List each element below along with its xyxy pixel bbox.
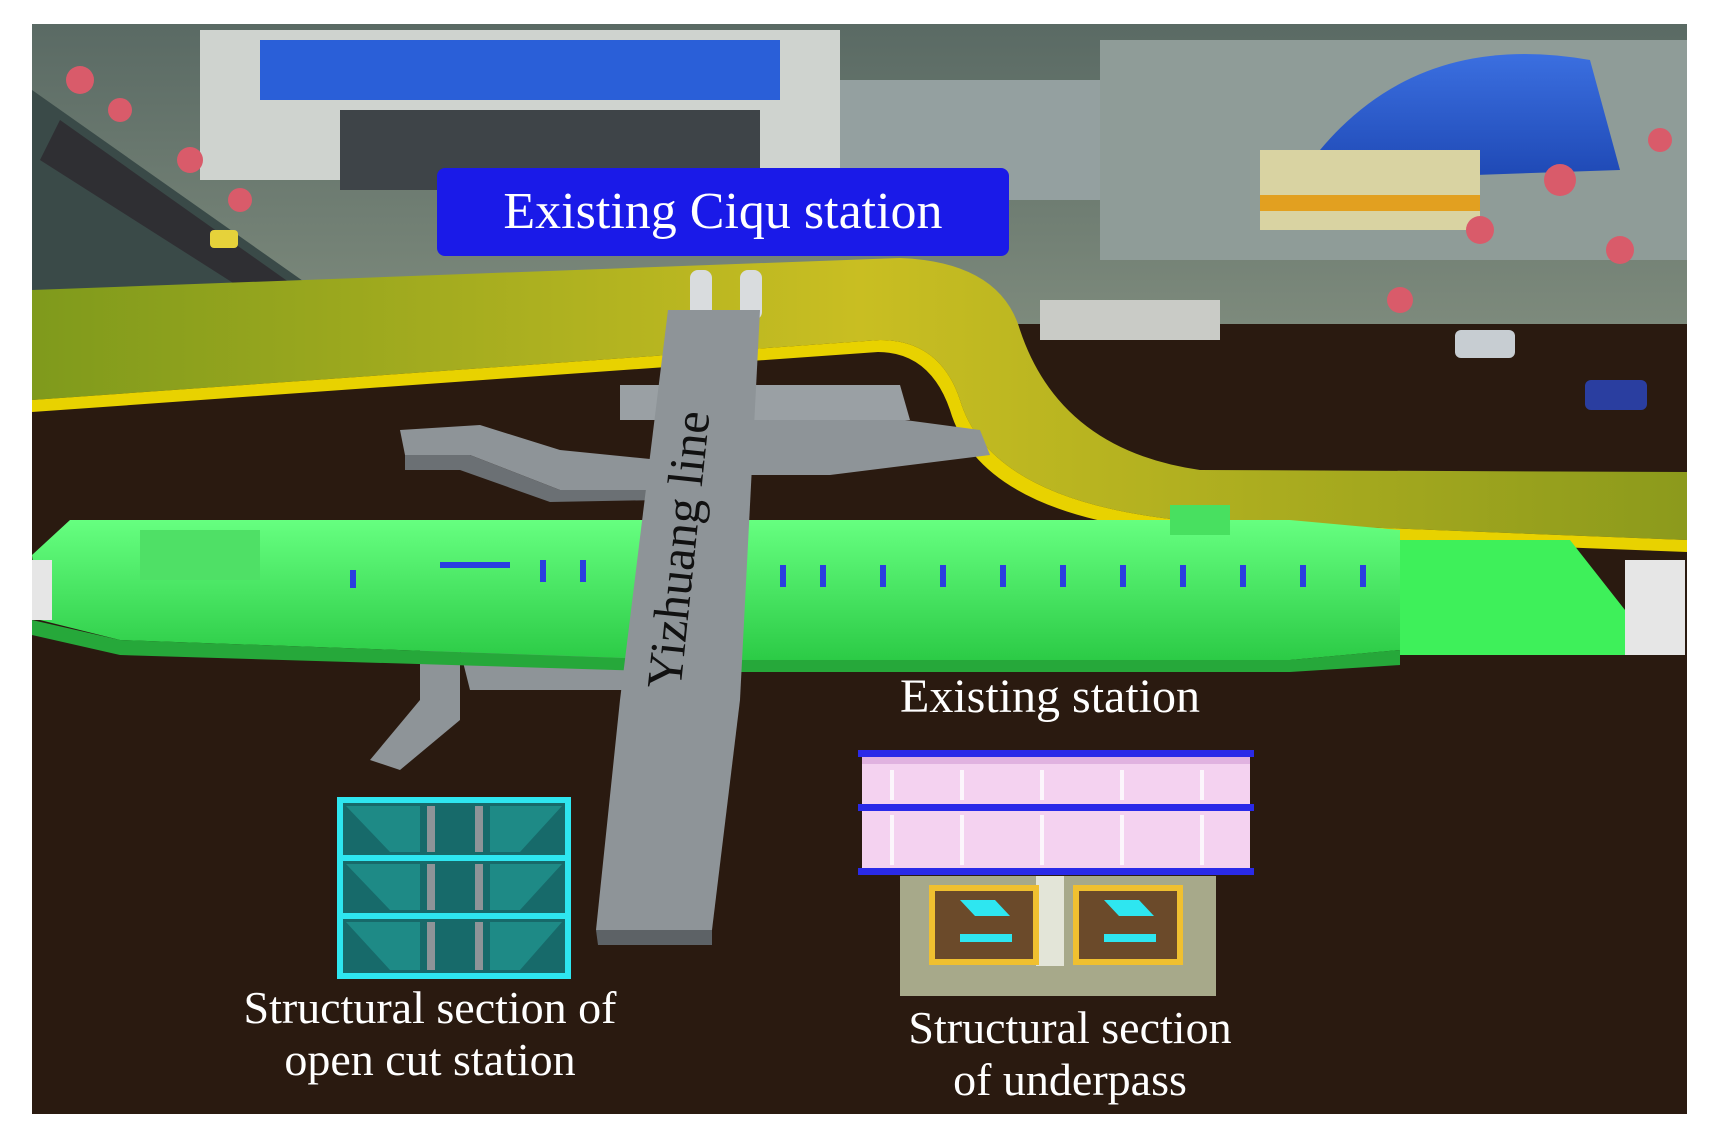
urban-surface: [32, 24, 1687, 410]
underpass-section-label: Structural section of underpass: [840, 1002, 1300, 1105]
surface-road: [32, 258, 1687, 552]
ciqu-station-label: Existing Ciqu station: [437, 168, 1009, 256]
open-cut-section: [337, 797, 571, 979]
open-cut-label-line2: open cut station: [284, 1033, 576, 1085]
open-cut-label-line1: Structural section of: [243, 982, 617, 1033]
existing-station-label: Existing station: [900, 670, 1200, 723]
underpass-section: [858, 750, 1254, 996]
underpass-label-line2: of underpass: [953, 1053, 1187, 1105]
open-cut-section-label: Structural section of open cut station: [170, 982, 690, 1085]
yizhuang-tunnel: [596, 270, 762, 945]
underpass-label-line1: Structural section: [908, 1002, 1232, 1053]
